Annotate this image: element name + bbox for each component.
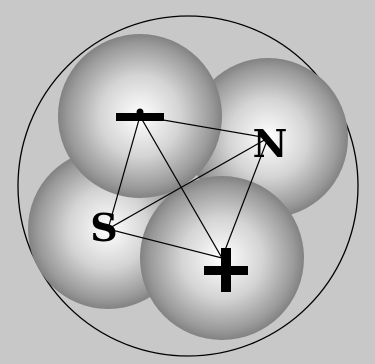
north-label: N: [253, 121, 288, 166]
south-label: S: [90, 205, 117, 250]
